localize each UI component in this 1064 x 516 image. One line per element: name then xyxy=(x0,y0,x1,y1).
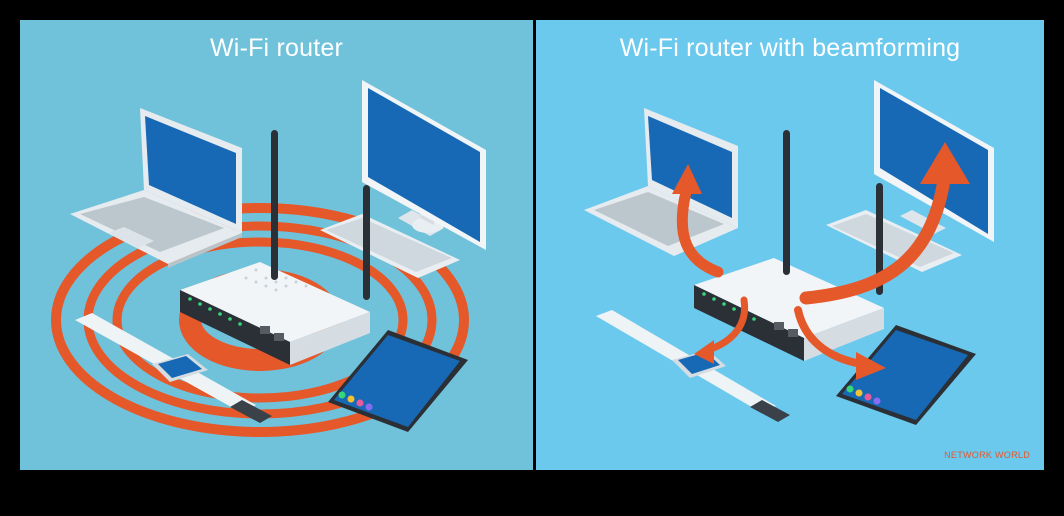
beam-arrow-icon xyxy=(676,173,951,368)
panel-wifi-router: Wi-Fi router xyxy=(20,20,533,470)
smartphone-icon xyxy=(328,330,468,432)
router-icon xyxy=(180,130,370,365)
laptop-icon xyxy=(584,108,738,256)
router-icon xyxy=(694,130,884,361)
panel-wifi-router-beamforming: Wi-Fi router with beamforming NETWORK WO… xyxy=(536,20,1044,470)
laptop-icon xyxy=(70,108,242,268)
monitor-icon xyxy=(320,80,486,278)
wifi-router-illustration xyxy=(20,20,533,470)
smartwatch-icon xyxy=(75,313,272,423)
beamforming-illustration xyxy=(536,20,1044,470)
smartwatch-icon xyxy=(596,310,790,422)
credit-label: NETWORK WORLD xyxy=(944,450,1030,460)
smartphone-icon xyxy=(836,325,976,425)
beam-arrowheads xyxy=(672,142,970,380)
panel-title: Wi-Fi router xyxy=(210,34,343,62)
panel-title: Wi-Fi router with beamforming xyxy=(619,34,961,62)
